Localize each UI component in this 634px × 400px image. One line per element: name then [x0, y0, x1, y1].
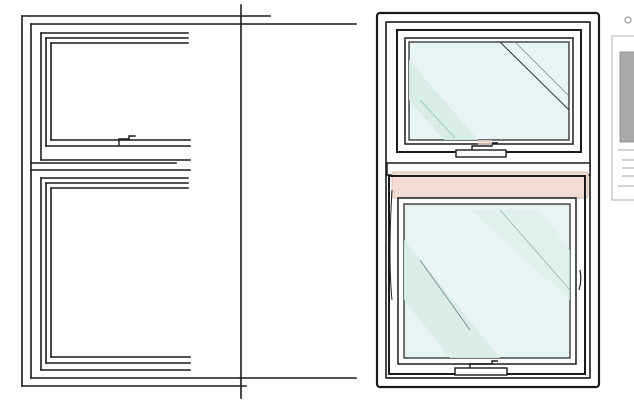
meeting-rail-lines — [30, 162, 191, 171]
colored-sketch-window — [375, 11, 601, 389]
bottom-sash-lines — [40, 177, 191, 371]
top-sash-lines — [40, 32, 191, 161]
line-drawing-window — [21, 4, 357, 399]
meeting-rail — [386, 162, 591, 199]
partial-document-thumbnail — [611, 16, 634, 201]
sash-lock-icon — [118, 135, 136, 146]
sash-lock-icon — [454, 360, 508, 376]
lift-handle-icon — [455, 140, 507, 158]
outer-frame-lines — [21, 15, 357, 387]
bottom-sash — [388, 175, 586, 375]
top-sash — [396, 29, 582, 153]
